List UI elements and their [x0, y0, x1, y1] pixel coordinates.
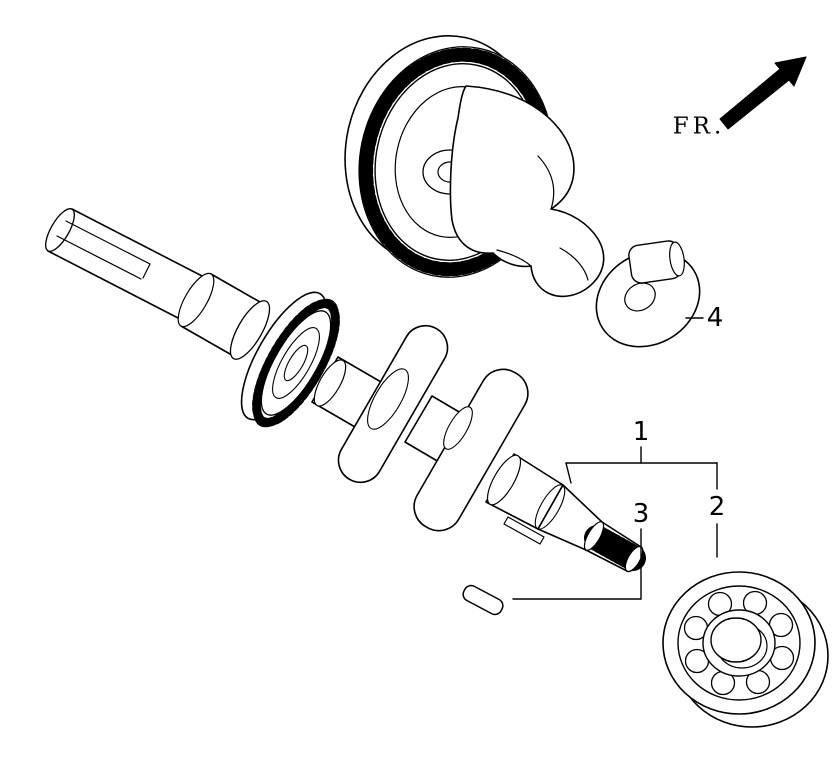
callout-3-label: 3 — [632, 499, 650, 529]
crankshaft-drawing — [45, 208, 646, 573]
callout-2-label: 2 — [708, 492, 726, 522]
woodruff-key-drawing — [462, 584, 504, 616]
fr-label: FR. — [672, 113, 726, 140]
camshaft-drawing — [344, 34, 701, 348]
thread-hatching — [584, 525, 646, 571]
crank-keyway-slot — [503, 516, 545, 545]
fr-direction-arrow — [719, 56, 807, 130]
callout-1-label: 1 — [632, 417, 650, 447]
leader-lines — [512, 317, 718, 600]
crankshaft-gear — [252, 299, 340, 427]
camshaft-lobe-arm — [449, 85, 605, 298]
crank-web-1 — [337, 324, 449, 484]
callout-4-label: 4 — [706, 303, 724, 333]
bearing-drawing — [662, 571, 829, 728]
